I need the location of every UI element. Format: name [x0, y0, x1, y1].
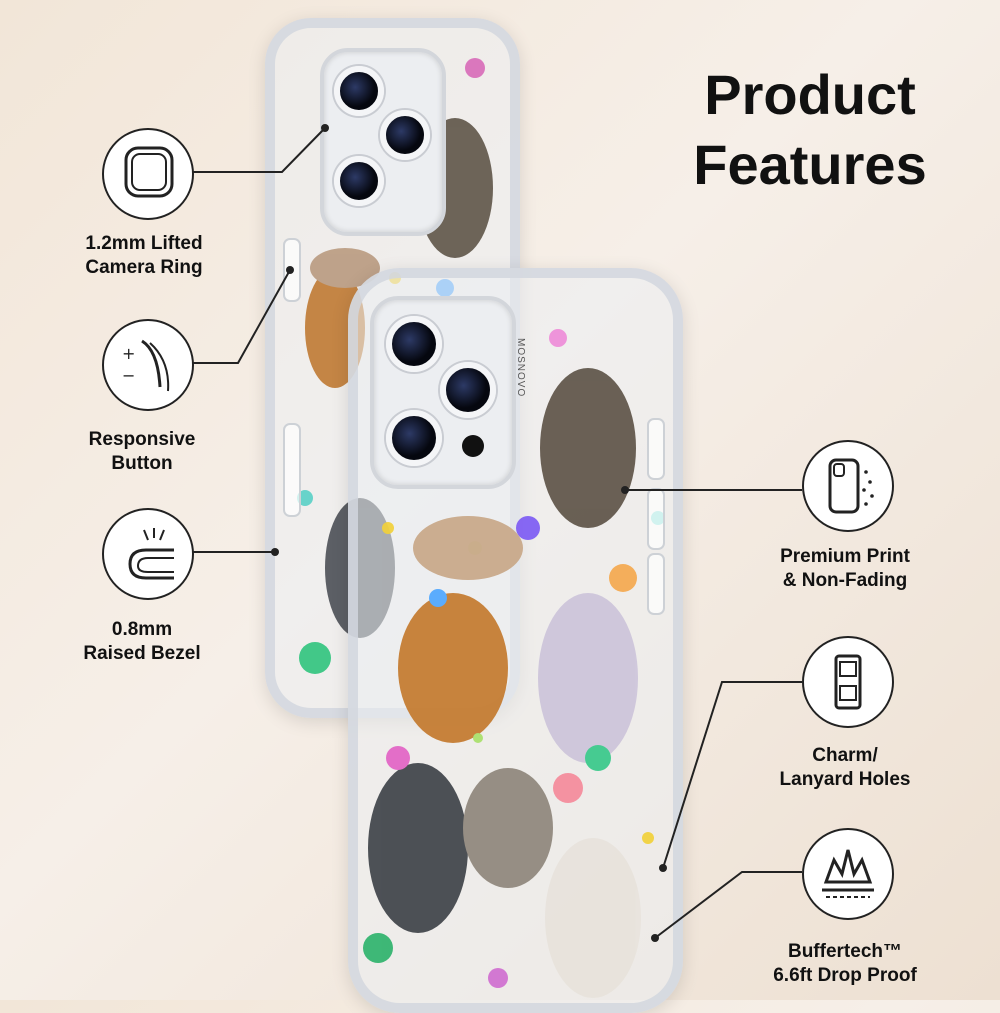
volume-button [283, 238, 301, 302]
feature-line: 0.8mm [111, 619, 173, 640]
feature-line: Button [111, 453, 173, 474]
camera-lens [386, 410, 442, 466]
raised-bezel-icon [102, 508, 194, 600]
camera-module-back [320, 48, 446, 236]
title-line-2: Features [693, 133, 927, 196]
feature-label-raised-bezel: 0.8mm Raised Bezel [42, 618, 242, 666]
feature-line: & Non-Fading [782, 570, 908, 591]
feature-line: Raised Bezel [83, 643, 201, 664]
feature-line: Responsive [88, 429, 196, 450]
svg-text:−: − [122, 366, 135, 385]
camera-lens [380, 110, 430, 160]
feature-line: 1.2mm Lifted [85, 233, 203, 254]
camera-lens [334, 66, 384, 116]
feature-line: Premium Print [780, 546, 910, 567]
lanyard-holes-icon [802, 636, 894, 728]
action-button [283, 423, 301, 517]
premium-print-icon [802, 440, 894, 532]
camera-lens [440, 362, 496, 418]
svg-text:+: + [122, 344, 135, 363]
flash-icon [462, 435, 484, 457]
responsive-button-icon: +− [102, 319, 194, 411]
phone-case-front-view: MOSNOVO [348, 268, 683, 1013]
feature-label-premium-print: Premium Print & Non-Fading [745, 545, 945, 593]
brand-logo: MOSNOVO [515, 338, 526, 398]
feature-label-lanyard-holes: Charm/ Lanyard Holes [745, 744, 945, 792]
feature-line: 6.6ft Drop Proof [773, 965, 917, 986]
cat-pattern [363, 329, 665, 998]
feature-line: Camera Ring [85, 257, 203, 278]
page-title: Product Features [640, 60, 980, 200]
title-line-1: Product [704, 63, 916, 126]
feature-line: Charm/ [812, 745, 878, 766]
feature-label-camera-ring: 1.2mm Lifted Camera Ring [44, 232, 244, 280]
power-button [647, 553, 665, 615]
feature-label-responsive-button: Responsive Button [42, 428, 242, 476]
feature-label-drop-proof: Buffertech™ 6.6ft Drop Proof [745, 940, 945, 988]
volume-up-button [647, 418, 665, 480]
camera-lens [334, 156, 384, 206]
volume-down-button [647, 488, 665, 550]
drop-proof-icon [802, 828, 894, 920]
feature-line: Lanyard Holes [779, 769, 911, 790]
camera-ring-icon [102, 128, 194, 220]
camera-module-front [370, 296, 516, 489]
camera-lens [386, 316, 442, 372]
feature-line: Buffertech™ [787, 941, 902, 962]
